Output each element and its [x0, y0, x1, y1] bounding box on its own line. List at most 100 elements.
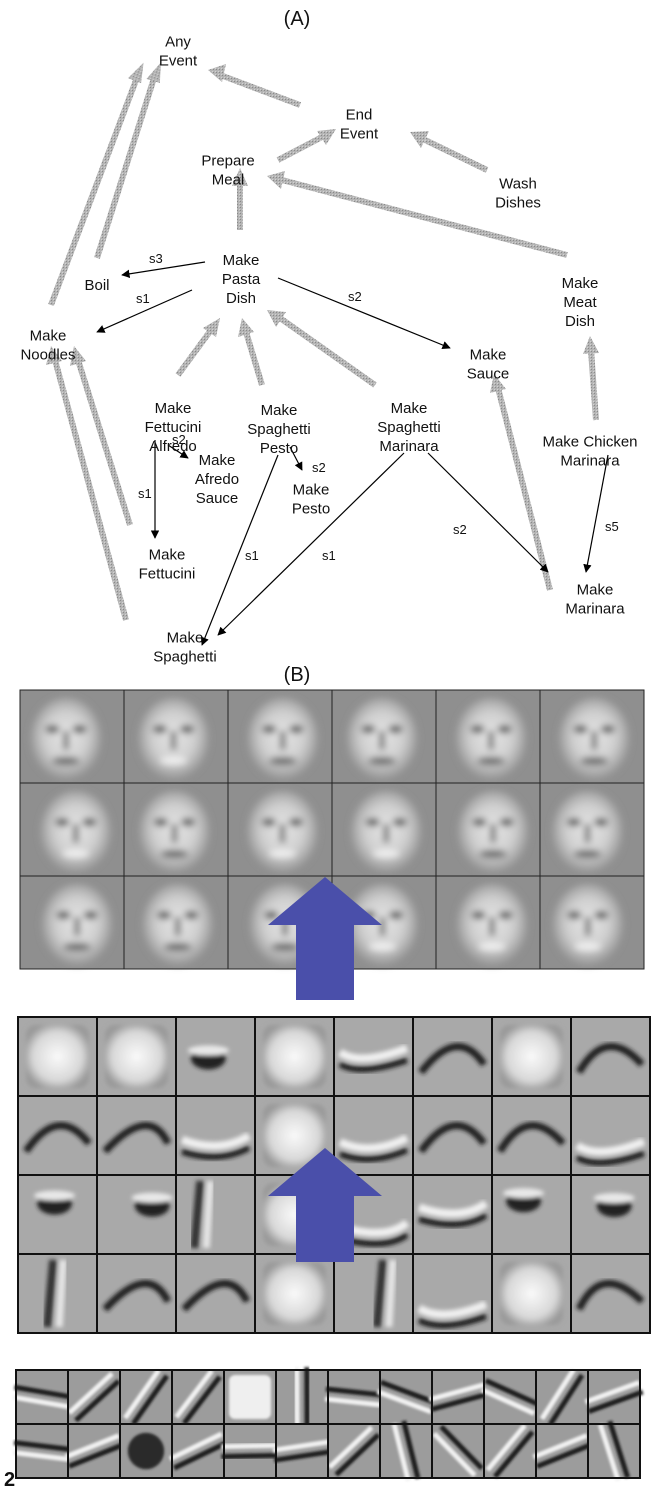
- face-feature-cell: [331, 689, 437, 784]
- edge-label-s1: s1: [138, 486, 152, 501]
- part-feature-cell: [96, 1016, 177, 1097]
- isa-arrow: [276, 134, 324, 163]
- isa-arrow: [221, 73, 302, 108]
- part-feature-cell: [491, 1016, 572, 1097]
- edge-label-s2: s2: [172, 432, 186, 447]
- part-feature-cell: [333, 1253, 414, 1334]
- edge-label-s2: s2: [453, 522, 467, 537]
- edge-feature-cell: [532, 1423, 592, 1479]
- isa-arrow-head: [232, 168, 248, 186]
- isa-arrow-head: [267, 310, 286, 327]
- edge-feature-cell: [275, 1367, 329, 1427]
- part-feature-cell: [17, 1253, 98, 1334]
- edge-label-s1: s1: [136, 291, 150, 306]
- step-arrow: [200, 454, 279, 646]
- isa-arrow-head: [203, 318, 220, 337]
- edge-label-s1: s1: [322, 548, 336, 563]
- part-feature-cell: [17, 1095, 98, 1176]
- isa-arrow: [52, 359, 129, 621]
- edge-feature-cell: [223, 1369, 277, 1425]
- face-feature-cell: [227, 689, 333, 784]
- corner-mark: 2: [4, 1469, 15, 1488]
- up-arrow-icon: [268, 877, 382, 1000]
- part-feature-cell: [570, 1253, 651, 1334]
- isa-arrow: [48, 73, 141, 307]
- edge-label-s2: s2: [312, 460, 326, 475]
- isa-arrow-head: [46, 346, 62, 365]
- edge-feature-cell: [168, 1423, 228, 1479]
- part-feature-cell: [491, 1174, 572, 1255]
- part-feature-cell: [570, 1095, 651, 1176]
- face-feature-cell: [435, 782, 541, 877]
- part-feature-cell: [333, 1095, 414, 1176]
- edge-feature-cell: [428, 1369, 488, 1425]
- edge-feature-cell: [12, 1423, 72, 1479]
- step-arrow: [583, 454, 609, 573]
- face-feature-cell: [435, 689, 541, 784]
- part-feature-cell: [570, 1174, 651, 1255]
- edge-labels: s3 s1 s2 s2 s1 s2 s1 s1 s2 s5: [136, 251, 619, 563]
- panel-a-diagram: (A): [20, 8, 637, 666]
- step-arrow: [217, 452, 405, 636]
- part-feature-cell: [333, 1016, 414, 1097]
- step-arrow: [277, 277, 451, 350]
- part-feature-cell: [491, 1095, 572, 1176]
- edge-feature-cell: [64, 1423, 124, 1479]
- face-feature-cell: [539, 782, 645, 877]
- part-feature-cell: [254, 1095, 335, 1176]
- edge-feature-cell: [119, 1423, 173, 1479]
- face-feature-cell: [19, 875, 125, 970]
- isa-arrow-head: [70, 346, 86, 366]
- face-feature-cell: [19, 689, 125, 784]
- part-feature-cell: [96, 1174, 177, 1255]
- step-arrow: [167, 444, 189, 459]
- panel-b-label: (B): [284, 664, 311, 686]
- isa-arrow: [423, 137, 489, 173]
- panel-a-label: (A): [284, 8, 311, 30]
- step-arrow: [96, 289, 193, 333]
- part-feature-cell: [412, 1253, 493, 1334]
- node-boil: Boil: [84, 277, 109, 294]
- part-feature-cell: [570, 1016, 651, 1097]
- step-arrows: [96, 261, 609, 646]
- edge-feature-cell: [480, 1369, 540, 1425]
- edge-feature-cell: [327, 1423, 381, 1479]
- face-feature-grid: [19, 689, 645, 970]
- edge-feature-cell: [379, 1420, 433, 1482]
- part-feature-cell: [175, 1253, 256, 1334]
- face-feature-cell: [123, 689, 229, 784]
- part-feature-cell: [254, 1016, 335, 1097]
- up-arrow-icon: [268, 1148, 382, 1262]
- face-feature-cell: [227, 782, 333, 877]
- isa-arrows: [46, 62, 599, 621]
- face-feature-cell: [539, 689, 645, 784]
- isa-arrow: [495, 387, 553, 591]
- isa-arrow-head: [146, 62, 161, 84]
- edge-label-s2: s2: [348, 289, 362, 304]
- face-feature-cell: [123, 782, 229, 877]
- edge-feature-cell: [584, 1369, 644, 1425]
- edge-feature-cell: [376, 1369, 436, 1425]
- face-feature-cell: [123, 875, 229, 970]
- edge-feature-grid: [12, 1367, 644, 1482]
- face-feature-cell: [331, 875, 437, 970]
- part-feature-cell: [175, 1016, 256, 1097]
- isa-arrow: [281, 177, 568, 258]
- isa-arrow: [175, 328, 214, 377]
- part-feature-cell: [175, 1174, 256, 1255]
- part-feature-cell: [17, 1174, 98, 1255]
- isa-arrow: [278, 315, 377, 388]
